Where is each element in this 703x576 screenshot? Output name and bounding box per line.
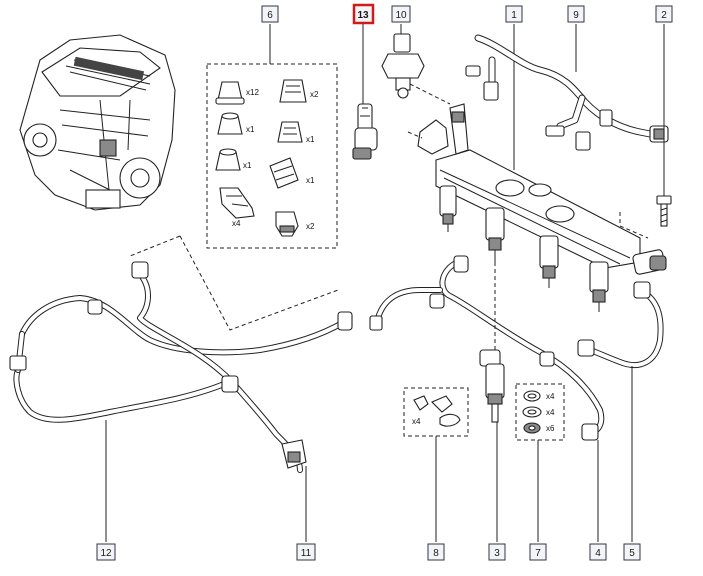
- callout-6[interactable]: 6: [261, 5, 279, 23]
- svg-text:7: 7: [535, 548, 541, 559]
- part-8-clips: x4: [403, 387, 469, 542]
- injector-3: [539, 235, 559, 288]
- callout-1[interactable]: 1: [505, 5, 523, 23]
- svg-text:9: 9: [573, 10, 579, 21]
- part-9-wiring-harness: [465, 24, 669, 151]
- part-2-bolt: [656, 24, 672, 227]
- svg-text:10: 10: [395, 10, 407, 21]
- part-10-pressure-sensor: [381, 24, 451, 105]
- part-7-orings: x4 x4 x6: [515, 383, 565, 542]
- part-11-fuel-pipe: [131, 261, 307, 542]
- callout-7[interactable]: 7: [529, 543, 547, 561]
- kit6-qty-6: x1: [306, 176, 315, 185]
- part-12-fuel-pipe: [9, 295, 353, 542]
- callout-10[interactable]: 10: [391, 5, 411, 23]
- svg-text:12: 12: [100, 548, 112, 559]
- kit6-qty-1: x12: [246, 88, 259, 97]
- kit6-qty-5: x1: [243, 161, 252, 170]
- svg-text:11: 11: [301, 548, 312, 559]
- callout-8[interactable]: 8: [427, 543, 445, 561]
- callout-12[interactable]: 12: [96, 543, 116, 561]
- kit6-qty-4: x1: [306, 135, 315, 144]
- callout-3[interactable]: 3: [488, 543, 506, 561]
- part-3-injector: [479, 262, 505, 542]
- kit6-qty-8: x2: [306, 222, 315, 231]
- kit7-qty-3: x6: [546, 424, 555, 433]
- svg-text:1: 1: [511, 10, 517, 21]
- part-1-fuel-rail: [417, 24, 667, 312]
- kit6-qty-7: x4: [232, 219, 241, 228]
- callout-5[interactable]: 5: [623, 543, 641, 561]
- svg-text:4: 4: [595, 548, 601, 559]
- kit7-qty-2: x4: [546, 408, 555, 417]
- injector-1: [439, 185, 457, 232]
- part-6-kit: x12 x2 x1 x1 x1 x1 x4 x2: [206, 24, 338, 249]
- kit6-qty-2: x2: [310, 90, 319, 99]
- injector-4: [589, 261, 609, 312]
- part-13-sensor: [352, 24, 378, 160]
- part-4-fuel-pipe: [369, 255, 605, 542]
- svg-text:3: 3: [494, 548, 500, 559]
- callout-9[interactable]: 9: [567, 5, 585, 23]
- kit7-qty-1: x4: [546, 392, 555, 401]
- callout-13-highlighted[interactable]: 13: [352, 3, 375, 25]
- engine-thumbnail: [19, 34, 176, 211]
- svg-text:5: 5: [629, 548, 635, 559]
- svg-text:2: 2: [661, 10, 667, 21]
- part-5-fuel-pipe: [577, 281, 664, 542]
- kit8-qty: x4: [412, 417, 421, 426]
- callout-4[interactable]: 4: [589, 543, 607, 561]
- callout-11[interactable]: 11: [296, 543, 316, 561]
- injector-2: [485, 207, 505, 262]
- svg-text:13: 13: [357, 10, 369, 21]
- callout-2[interactable]: 2: [655, 5, 673, 23]
- svg-text:6: 6: [267, 10, 273, 21]
- svg-text:8: 8: [433, 548, 439, 559]
- kit6-qty-3: x1: [246, 125, 255, 134]
